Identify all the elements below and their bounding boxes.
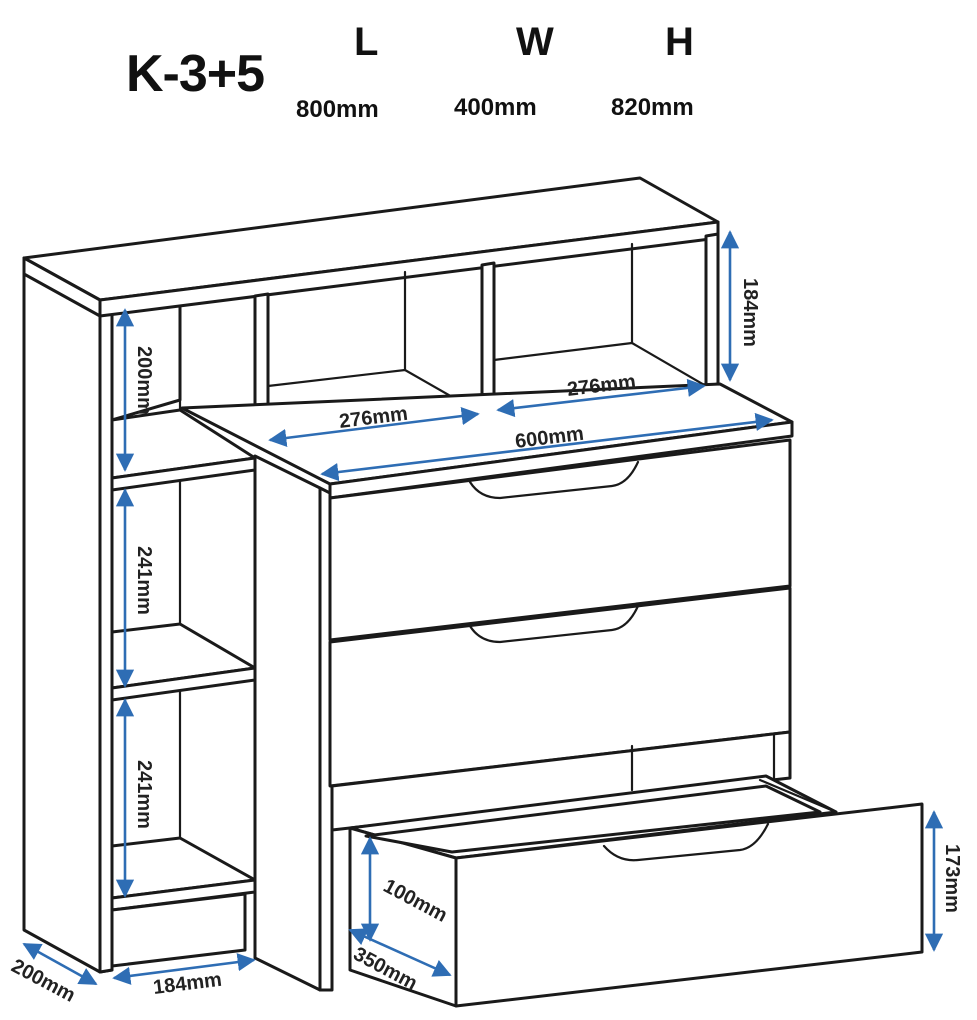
top-board xyxy=(22,176,720,318)
dim-chest-width xyxy=(320,412,774,482)
label-top-niche-height: 184mm xyxy=(739,278,761,347)
dimension-lines xyxy=(22,230,944,986)
label-drawer-front-height: 173mm xyxy=(941,844,963,913)
height-value: 820mm xyxy=(611,94,694,121)
lower-carcass xyxy=(330,730,792,832)
length-key: L xyxy=(354,20,379,64)
chest-side-panel xyxy=(253,454,334,992)
label-shelf-width: 184mm xyxy=(152,969,223,999)
model-code: K-3+5 xyxy=(126,45,265,103)
label-shelf-low: 241mm xyxy=(133,760,155,829)
width-value: 400mm xyxy=(454,94,537,121)
height-key: H xyxy=(665,20,694,64)
left-side-panel xyxy=(22,256,114,974)
width-key: W xyxy=(516,20,554,64)
drawer-3-open xyxy=(348,774,924,1008)
dim-shelf-width xyxy=(112,953,256,985)
label-shelf-mid: 241mm xyxy=(133,546,155,615)
label-shelf-top: 200mm xyxy=(133,346,155,415)
dim-niche-right xyxy=(496,378,706,418)
dim-side-depth xyxy=(22,942,98,986)
label-side-depth: 200mm xyxy=(8,955,79,1007)
side-shelves xyxy=(110,408,257,968)
length-value: 800mm xyxy=(296,96,379,123)
dim-drawer-depth xyxy=(348,928,452,977)
